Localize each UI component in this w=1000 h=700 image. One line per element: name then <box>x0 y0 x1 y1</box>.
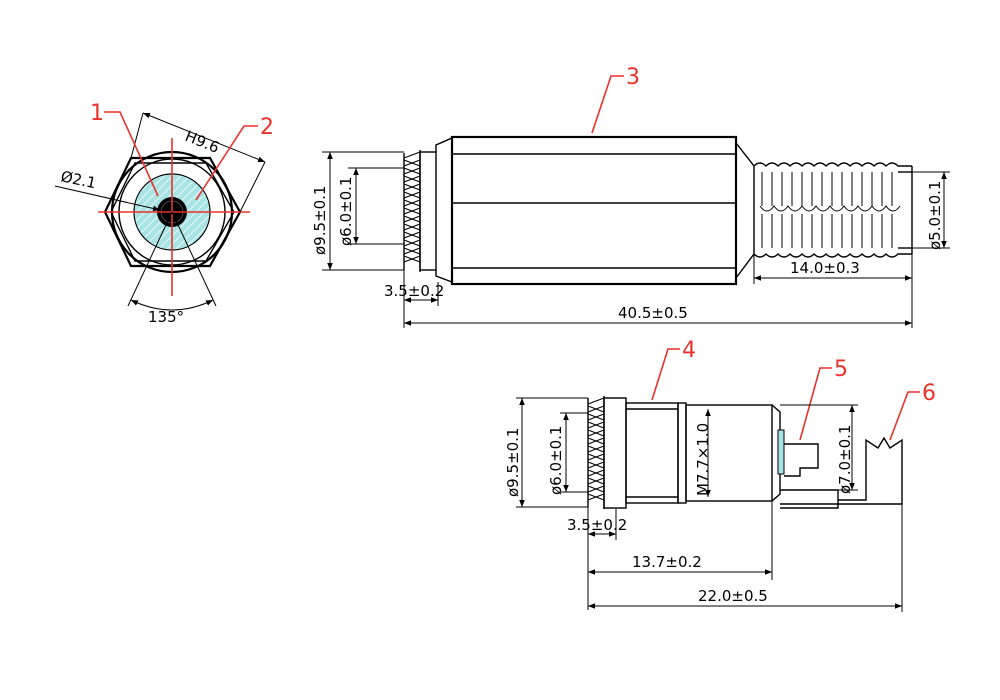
side-view: 3 ø9.5±0.1 ø6.0±0.1 ø5.0±0.1 3.5±0.2 14.… <box>311 65 950 328</box>
rear-body <box>685 404 773 502</box>
side-knurl-length-label: 3.5±0.2 <box>384 282 444 300</box>
callout-4-leader <box>651 348 680 401</box>
knurl-front <box>403 150 421 272</box>
main-body <box>450 135 738 286</box>
insulator-strip <box>777 429 785 475</box>
angle-label: 135° <box>148 308 184 326</box>
callout-2: 2 <box>260 115 274 140</box>
bottom-knurl-length-label: 3.5±0.2 <box>567 516 627 534</box>
side-inner-diameter-label: ø6.0±0.1 <box>337 177 355 246</box>
bottom-outer-diameter-label: ø9.5±0.1 <box>504 428 522 497</box>
bottom-total-length-label: 22.0±0.5 <box>698 587 768 605</box>
hex-width-dimension-line <box>142 112 266 163</box>
total-length-label: 40.5±0.5 <box>618 304 688 322</box>
bottom-view: 4 5 6 ø9.5±0.1 ø6.0±0.1 M7.7×1.0 ø7.0±0.… <box>504 338 936 612</box>
body-taper <box>735 142 755 279</box>
thread-length-label: 13.7±0.2 <box>632 553 702 571</box>
callout-1: 1 <box>90 101 104 126</box>
knurl-bottom <box>587 396 605 509</box>
cable-diameter-label: ø5.0±0.1 <box>926 181 944 250</box>
callout-5: 5 <box>834 357 848 382</box>
pin-diameter-leader <box>54 185 161 212</box>
body-diameter-label: ø7.0±0.1 <box>836 425 854 494</box>
callout-1-leader <box>104 111 159 197</box>
terminal-5 <box>784 443 819 477</box>
callout-3: 3 <box>626 65 640 90</box>
callout-3-leader <box>591 75 624 134</box>
thread-label: M7.7×1.0 <box>694 423 712 496</box>
bottom-inner-diameter-label: ø6.0±0.1 <box>547 426 565 495</box>
hex-width-label: H9.6 <box>183 127 222 157</box>
front-view: H9.6 Ø2.1 135° <box>54 112 266 326</box>
bottom-collar <box>603 397 627 509</box>
collar <box>419 151 437 271</box>
cable-boot <box>753 162 913 258</box>
side-outer-diameter-label: ø9.5±0.1 <box>311 186 329 255</box>
terminal-6 <box>780 436 903 505</box>
thread-section <box>625 402 679 504</box>
angle-arc <box>130 299 214 311</box>
boot-length-label: 14.0±0.3 <box>790 259 860 277</box>
callout-5-leader <box>799 367 832 441</box>
callout-2-leader <box>195 125 258 201</box>
callout-6-leader <box>889 391 920 441</box>
callout-6: 6 <box>922 381 936 406</box>
callout-4: 4 <box>682 338 696 363</box>
